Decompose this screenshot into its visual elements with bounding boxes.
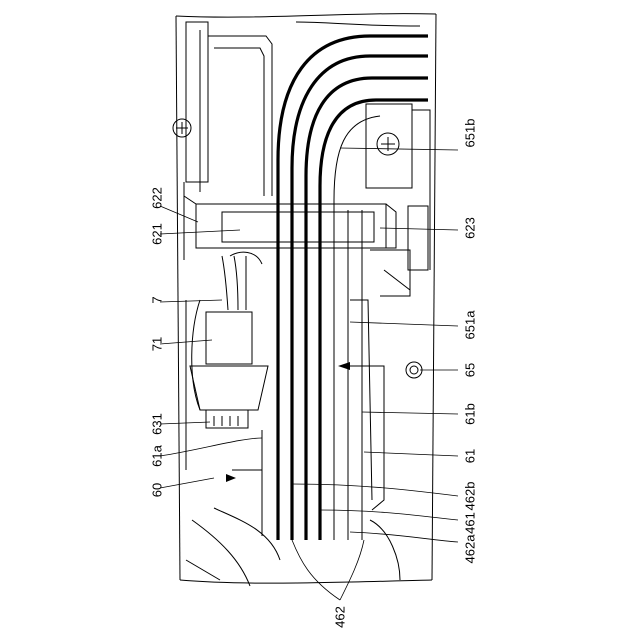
arrow-indicators bbox=[226, 362, 380, 482]
label-71: 71 bbox=[150, 337, 165, 351]
left-housing bbox=[173, 22, 272, 470]
label-461: 461 bbox=[463, 512, 478, 534]
label-7: 7 bbox=[150, 296, 165, 303]
reference-labels: 651b 622 621 623 7 651a 71 65 631 61b 61… bbox=[150, 119, 478, 628]
label-462: 462 bbox=[333, 606, 348, 628]
label-651b: 651b bbox=[463, 119, 478, 148]
label-61b: 61b bbox=[463, 403, 478, 425]
label-621: 621 bbox=[150, 223, 165, 245]
screw-icon bbox=[173, 119, 191, 137]
label-60: 60 bbox=[150, 483, 165, 497]
right-bracket-assembly bbox=[366, 104, 430, 296]
label-631: 631 bbox=[150, 413, 165, 435]
label-462b: 462b bbox=[463, 482, 478, 511]
label-622: 622 bbox=[150, 187, 165, 209]
clamp-621 bbox=[184, 196, 396, 248]
label-61: 61 bbox=[463, 449, 478, 463]
hole-65-icon bbox=[406, 362, 422, 378]
label-651a: 651a bbox=[463, 310, 478, 340]
label-61a: 61a bbox=[150, 444, 165, 466]
label-462a: 462a bbox=[463, 534, 478, 564]
label-65: 65 bbox=[463, 363, 478, 377]
connector-7 bbox=[190, 252, 268, 428]
screw-651b-icon bbox=[377, 133, 399, 155]
label-623: 623 bbox=[463, 217, 478, 239]
flat-cable-bundle bbox=[278, 22, 428, 540]
